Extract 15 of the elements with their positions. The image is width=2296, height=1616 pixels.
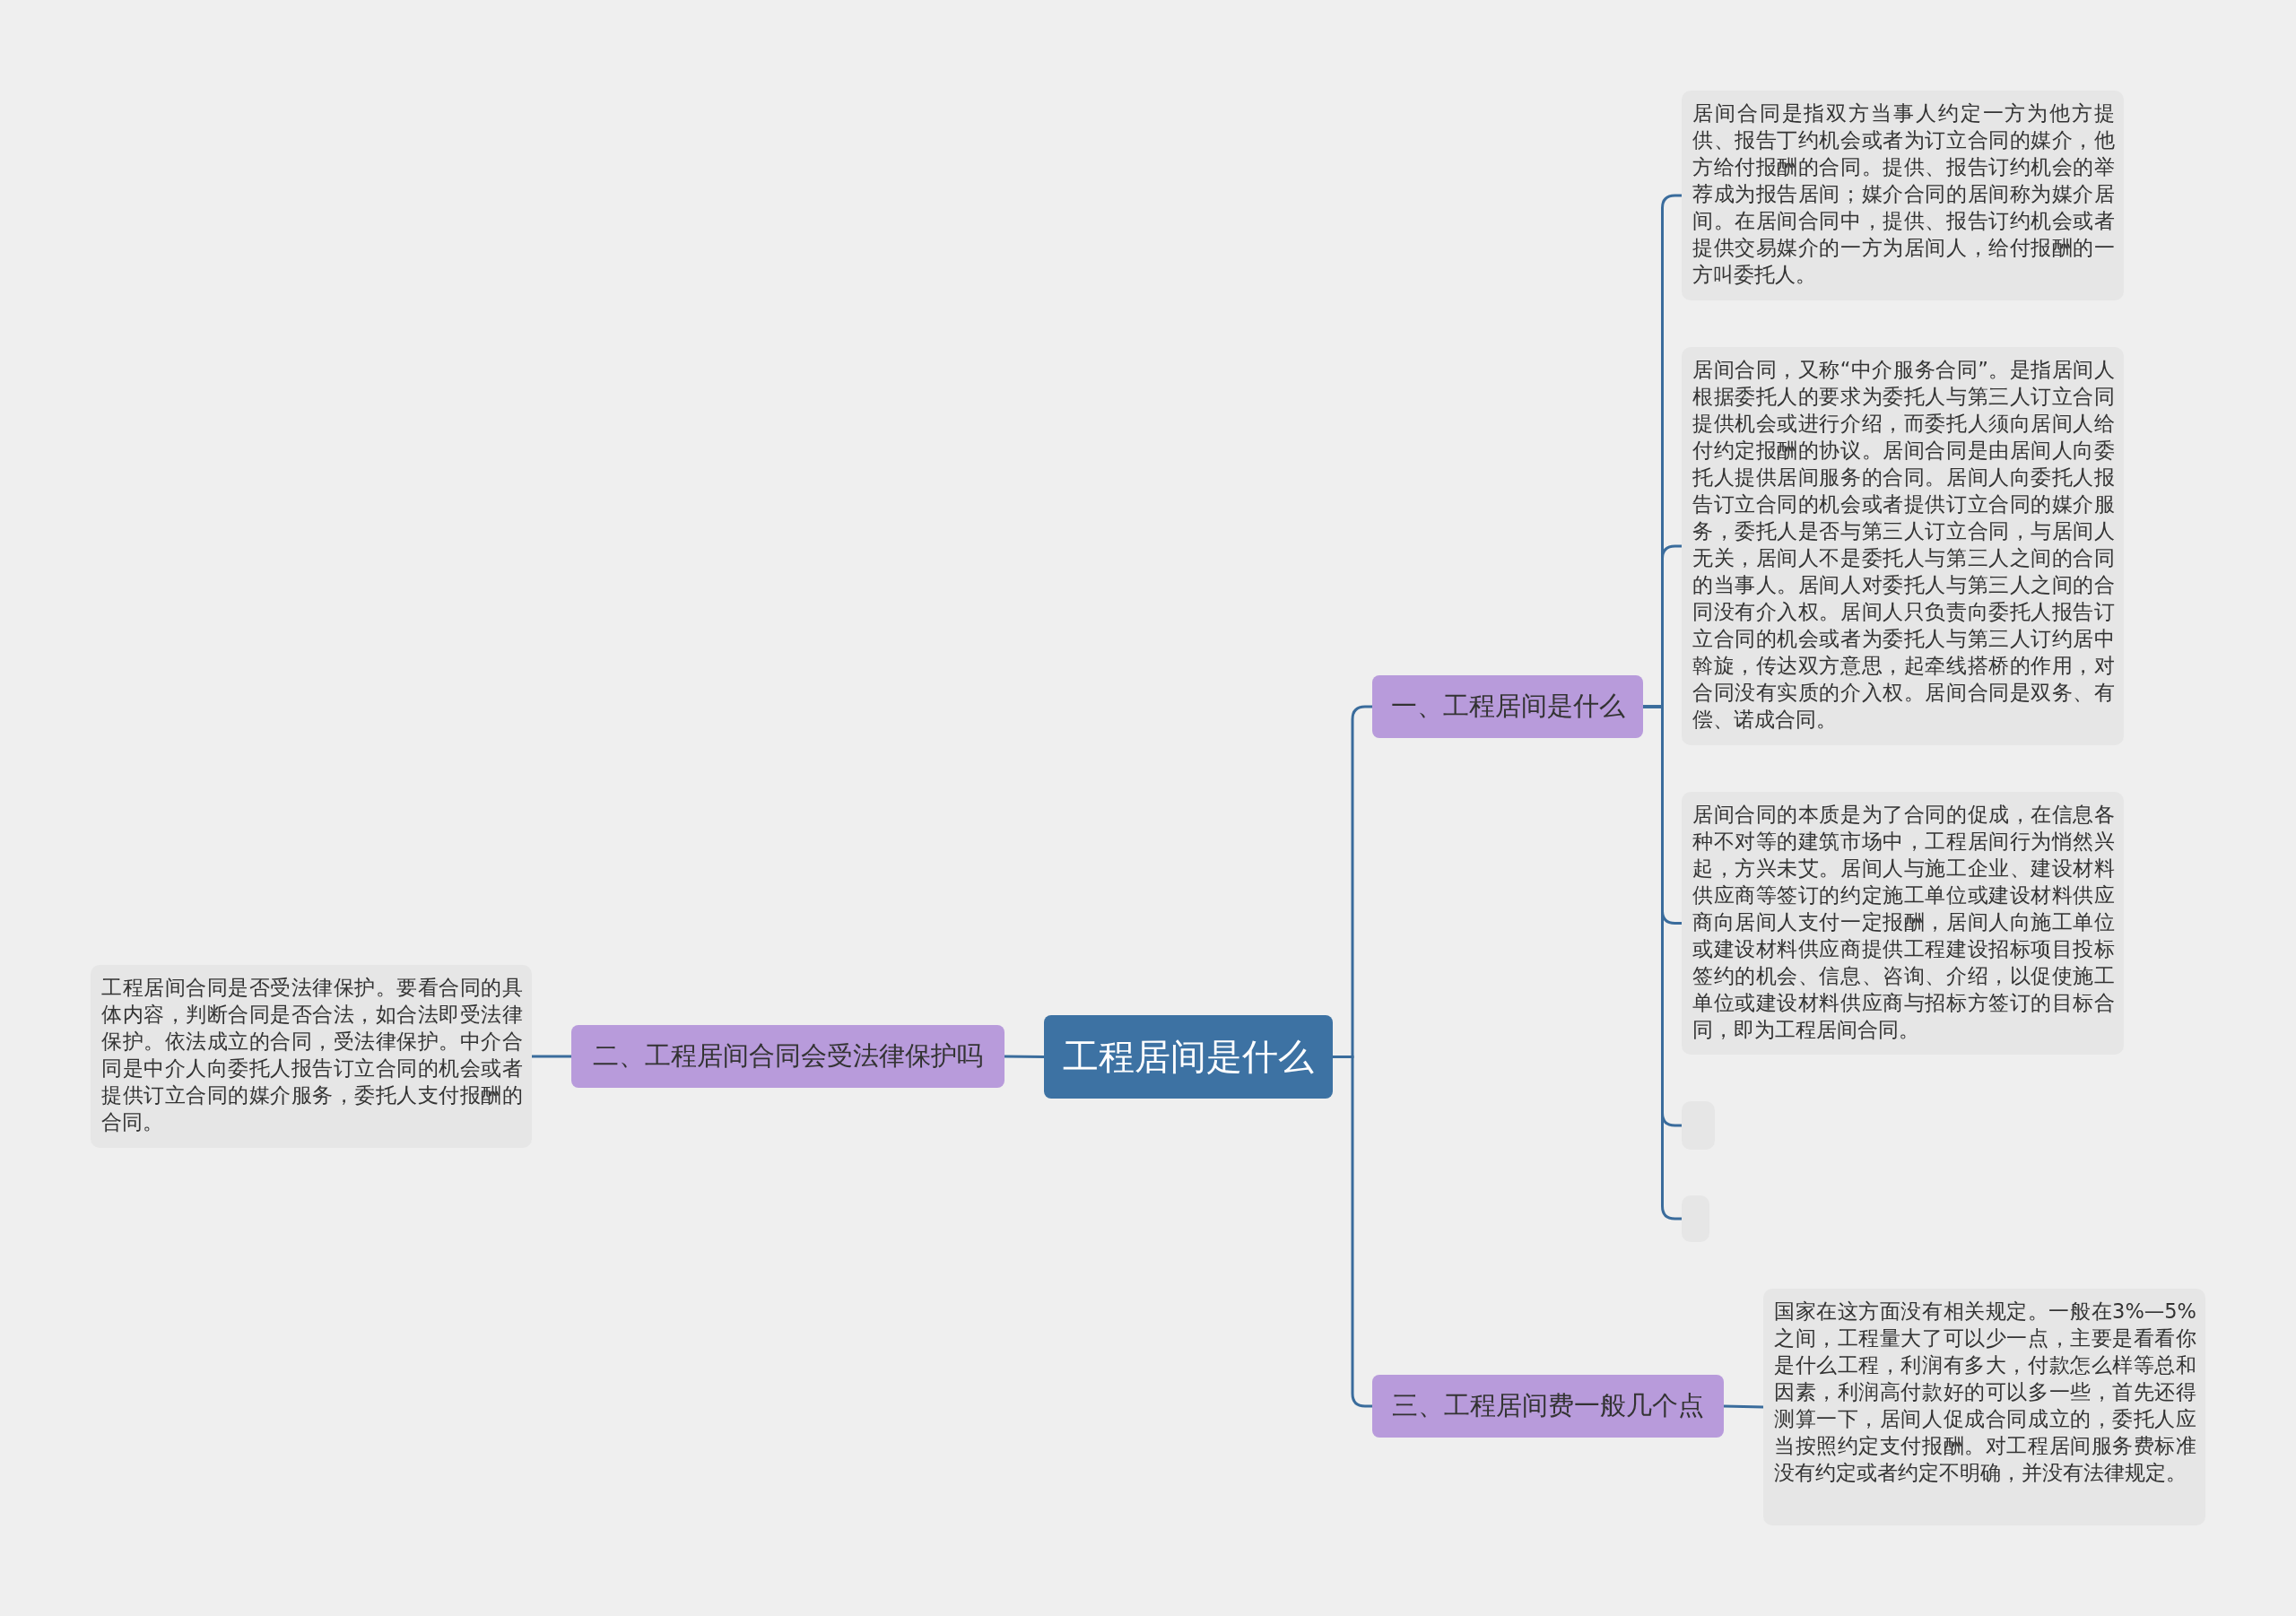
- connector-line: [1723, 1404, 1764, 1409]
- connector-line: [1333, 1056, 1372, 1408]
- text-box: 国家在这方面没有相关规定。一般在3%—5%之间，工程量大了可以少一点，主要是看看你是什么工程，利润有多大，付款怎么样等总和因素，利润高付款好的可以多一些，首先还得测算一下，居间人促成合同成立的，委托人应当按照约定支付报酬。对工程居间服务费标准没有约定或者约定不明确，并没有法律规定。: [1763, 1289, 2205, 1525]
- central-topic: 工程居间是什么: [1044, 1015, 1333, 1099]
- topic-box: 二、工程居间合同会受法律保护吗: [571, 1025, 1004, 1088]
- text-box: 工程居间合同是否受法律保护。要看合同的具体内容，判断合同是否合法，如合法即受法律保护。依法成立的合同，受法律保护。中介合同是中介人向委托人报告订立合同的机会或者提供订立合同的媒介服务，委托人支付报酬的合同。: [91, 965, 532, 1148]
- empty-box: [1682, 1101, 1715, 1150]
- topic-box: 三、工程居间费一般几个点: [1372, 1375, 1724, 1438]
- topic-box: 一、工程居间是什么: [1372, 675, 1643, 738]
- connector-line: [532, 1055, 571, 1058]
- text-box: 居间合同是指双方当事人约定一方为他方提供、报告丁约机会或者为订立合同的媒介，他方给付报酬的合同。提供、报告订约机会的举荐成为报告居间；媒介合同的居间称为媒介居间。在居间合同中，提供、报告订约机会或者提供交易媒介的一方为居间人，给付报酬的一方叫委托人。: [1682, 91, 2124, 300]
- empty-box: [1682, 1195, 1709, 1242]
- text-box: 居间合同，又称“中介服务合同”。是指居间人根据委托人的要求为委托人与第三人订立合同提供机会或进行介绍，而委托人须向居间人给付约定报酬的协议。居间合同是由居间人向委托人提供居间服务的合同。居间人向委托人报告订立合同的机会或者提供订立合同的媒介服务，委托人是否与第三人订立合同，与居间人无关，居间人不是委托人与第三人之间的合同的当事人。居间人对委托人与第三人之间的合同没有介入权。居间人只负责向委托人报告订立合同的机会或者为委托人与第三人订约居中斡旋，传达双方意思，起牵线搭桥的作用，对合同没有实质的介入权。居间合同是双务、有偿、诺成合同。: [1682, 347, 2124, 745]
- text-box: 居间合同的本质是为了合同的促成，在信息各种不对等的建筑市场中，工程居间行为悄然兴起，方兴未艾。居间人与施工企业、建设材料供应商等签订的约定施工单位或建设材料供应商向居间人支付一定报酬，居间人向施工单位或建设材料供应商提供工程建设招标项目投标签约的机会、信息、咨询、介绍，以促使施工单位或建设材料供应商与招标方签订的目标合同，即为工程居间合同。: [1682, 792, 2124, 1055]
- connector-line: [1004, 1055, 1044, 1058]
